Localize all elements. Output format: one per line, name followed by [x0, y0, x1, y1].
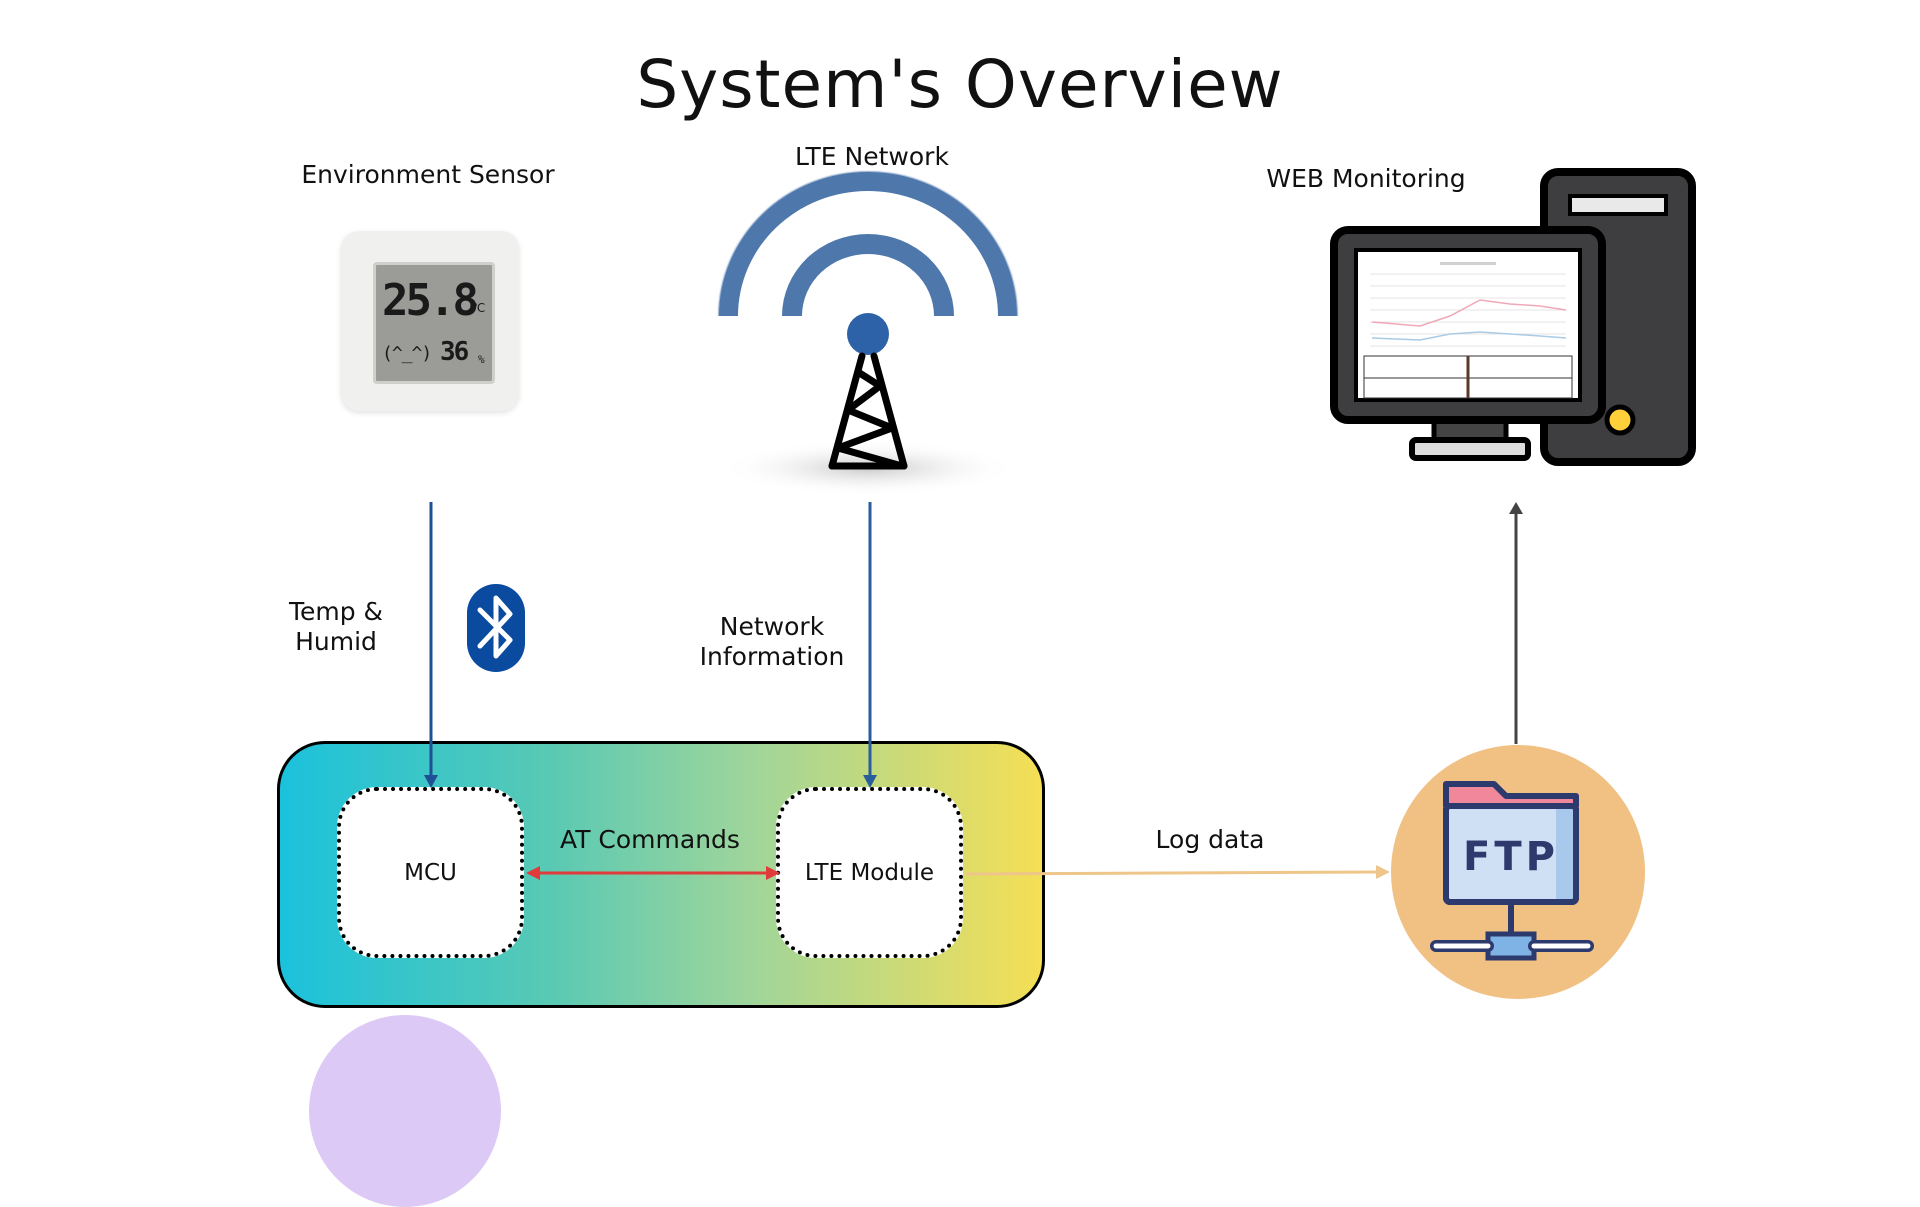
sensor-device-icon: 25.8 ℃ (^_^) 36 %: [341, 231, 519, 411]
sensor-humidity-unit: %: [478, 353, 485, 366]
web-dashboard-screen: [1370, 273, 1566, 347]
diagram-graphics: FTP: [424, 168, 1696, 961]
temp-humid-label-line2: Humid: [295, 627, 377, 656]
lte-network-label: LTE Network: [795, 142, 949, 171]
web-monitoring-label: WEB Monitoring: [1266, 164, 1466, 193]
sensor-temperature-reading: 25.8: [382, 275, 479, 326]
temp-humid-label-line1: Temp &: [288, 597, 384, 626]
ftp-server-icon: FTP: [1430, 781, 1594, 961]
ftp-label: FTP: [1463, 834, 1559, 880]
sensor-face-glyph: (^_^): [382, 343, 432, 364]
network-information-label-line1: Network: [719, 612, 825, 641]
mcu-node: MCU: [337, 787, 524, 958]
desktop-computer-icon: [1330, 168, 1696, 466]
lte-module-label: LTE Module: [804, 859, 935, 886]
network-information-arrow: [863, 502, 877, 788]
sensor-lcd-screen: 25.8 ℃ (^_^) 36 %: [373, 262, 495, 384]
log-data-arrow: [965, 865, 1390, 879]
network-information-label-line2: Information: [699, 642, 845, 671]
sensor-humidity-reading: 36: [440, 337, 469, 367]
ftp-to-web-arrow: [1509, 502, 1523, 744]
at-commands-arrow: [526, 866, 780, 880]
signal-waves-icon: [717, 170, 1019, 317]
log-data-label: Log data: [1155, 825, 1265, 854]
sensor-temperature-unit: ℃: [472, 301, 486, 315]
temp-humid-arrow: [424, 502, 438, 788]
environment-sensor-label: Environment Sensor: [301, 160, 555, 189]
at-commands-label: AT Commands: [560, 825, 740, 854]
bluetooth-icon: [467, 584, 525, 672]
mcu-label: MCU: [404, 859, 457, 886]
tower-icon: [718, 313, 1018, 496]
temp-humid-label: Temp & Humid: [236, 597, 436, 657]
page-title: System's Overview: [636, 46, 1284, 123]
network-information-label: Network Information: [672, 612, 872, 672]
